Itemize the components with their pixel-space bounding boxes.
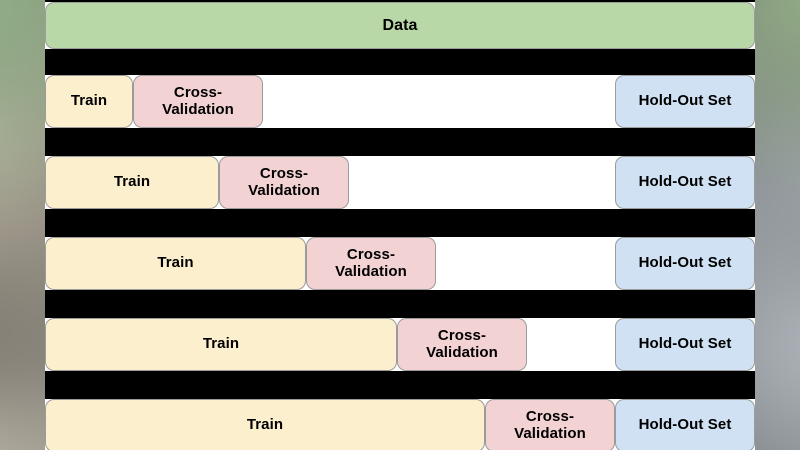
segment-train: Train <box>45 237 306 290</box>
segment-blank <box>527 318 615 371</box>
segment-train: Train <box>45 399 485 450</box>
segment-train: Train <box>45 318 397 371</box>
segment-hold-out: Hold-Out Set <box>615 399 755 450</box>
data-bar: Data <box>45 2 755 49</box>
segment-train: Train <box>45 156 219 209</box>
segment-cross-validation: Cross- Validation <box>485 399 615 450</box>
segment-hold-out: Hold-Out Set <box>615 156 755 209</box>
segment-hold-out: Hold-Out Set <box>615 75 755 128</box>
segment-blank <box>436 237 615 290</box>
segment-blank <box>349 156 615 209</box>
segment-cross-validation: Cross- Validation <box>306 237 436 290</box>
segment-cross-validation: Cross- Validation <box>133 75 263 128</box>
segment-cross-validation: Cross- Validation <box>397 318 527 371</box>
segment-blank <box>263 75 615 128</box>
segment-train: Train <box>45 75 133 128</box>
segment-hold-out: Hold-Out Set <box>615 237 755 290</box>
segment-cross-validation: Cross- Validation <box>219 156 349 209</box>
segment-data: Data <box>45 2 755 49</box>
segment-hold-out: Hold-Out Set <box>615 318 755 371</box>
